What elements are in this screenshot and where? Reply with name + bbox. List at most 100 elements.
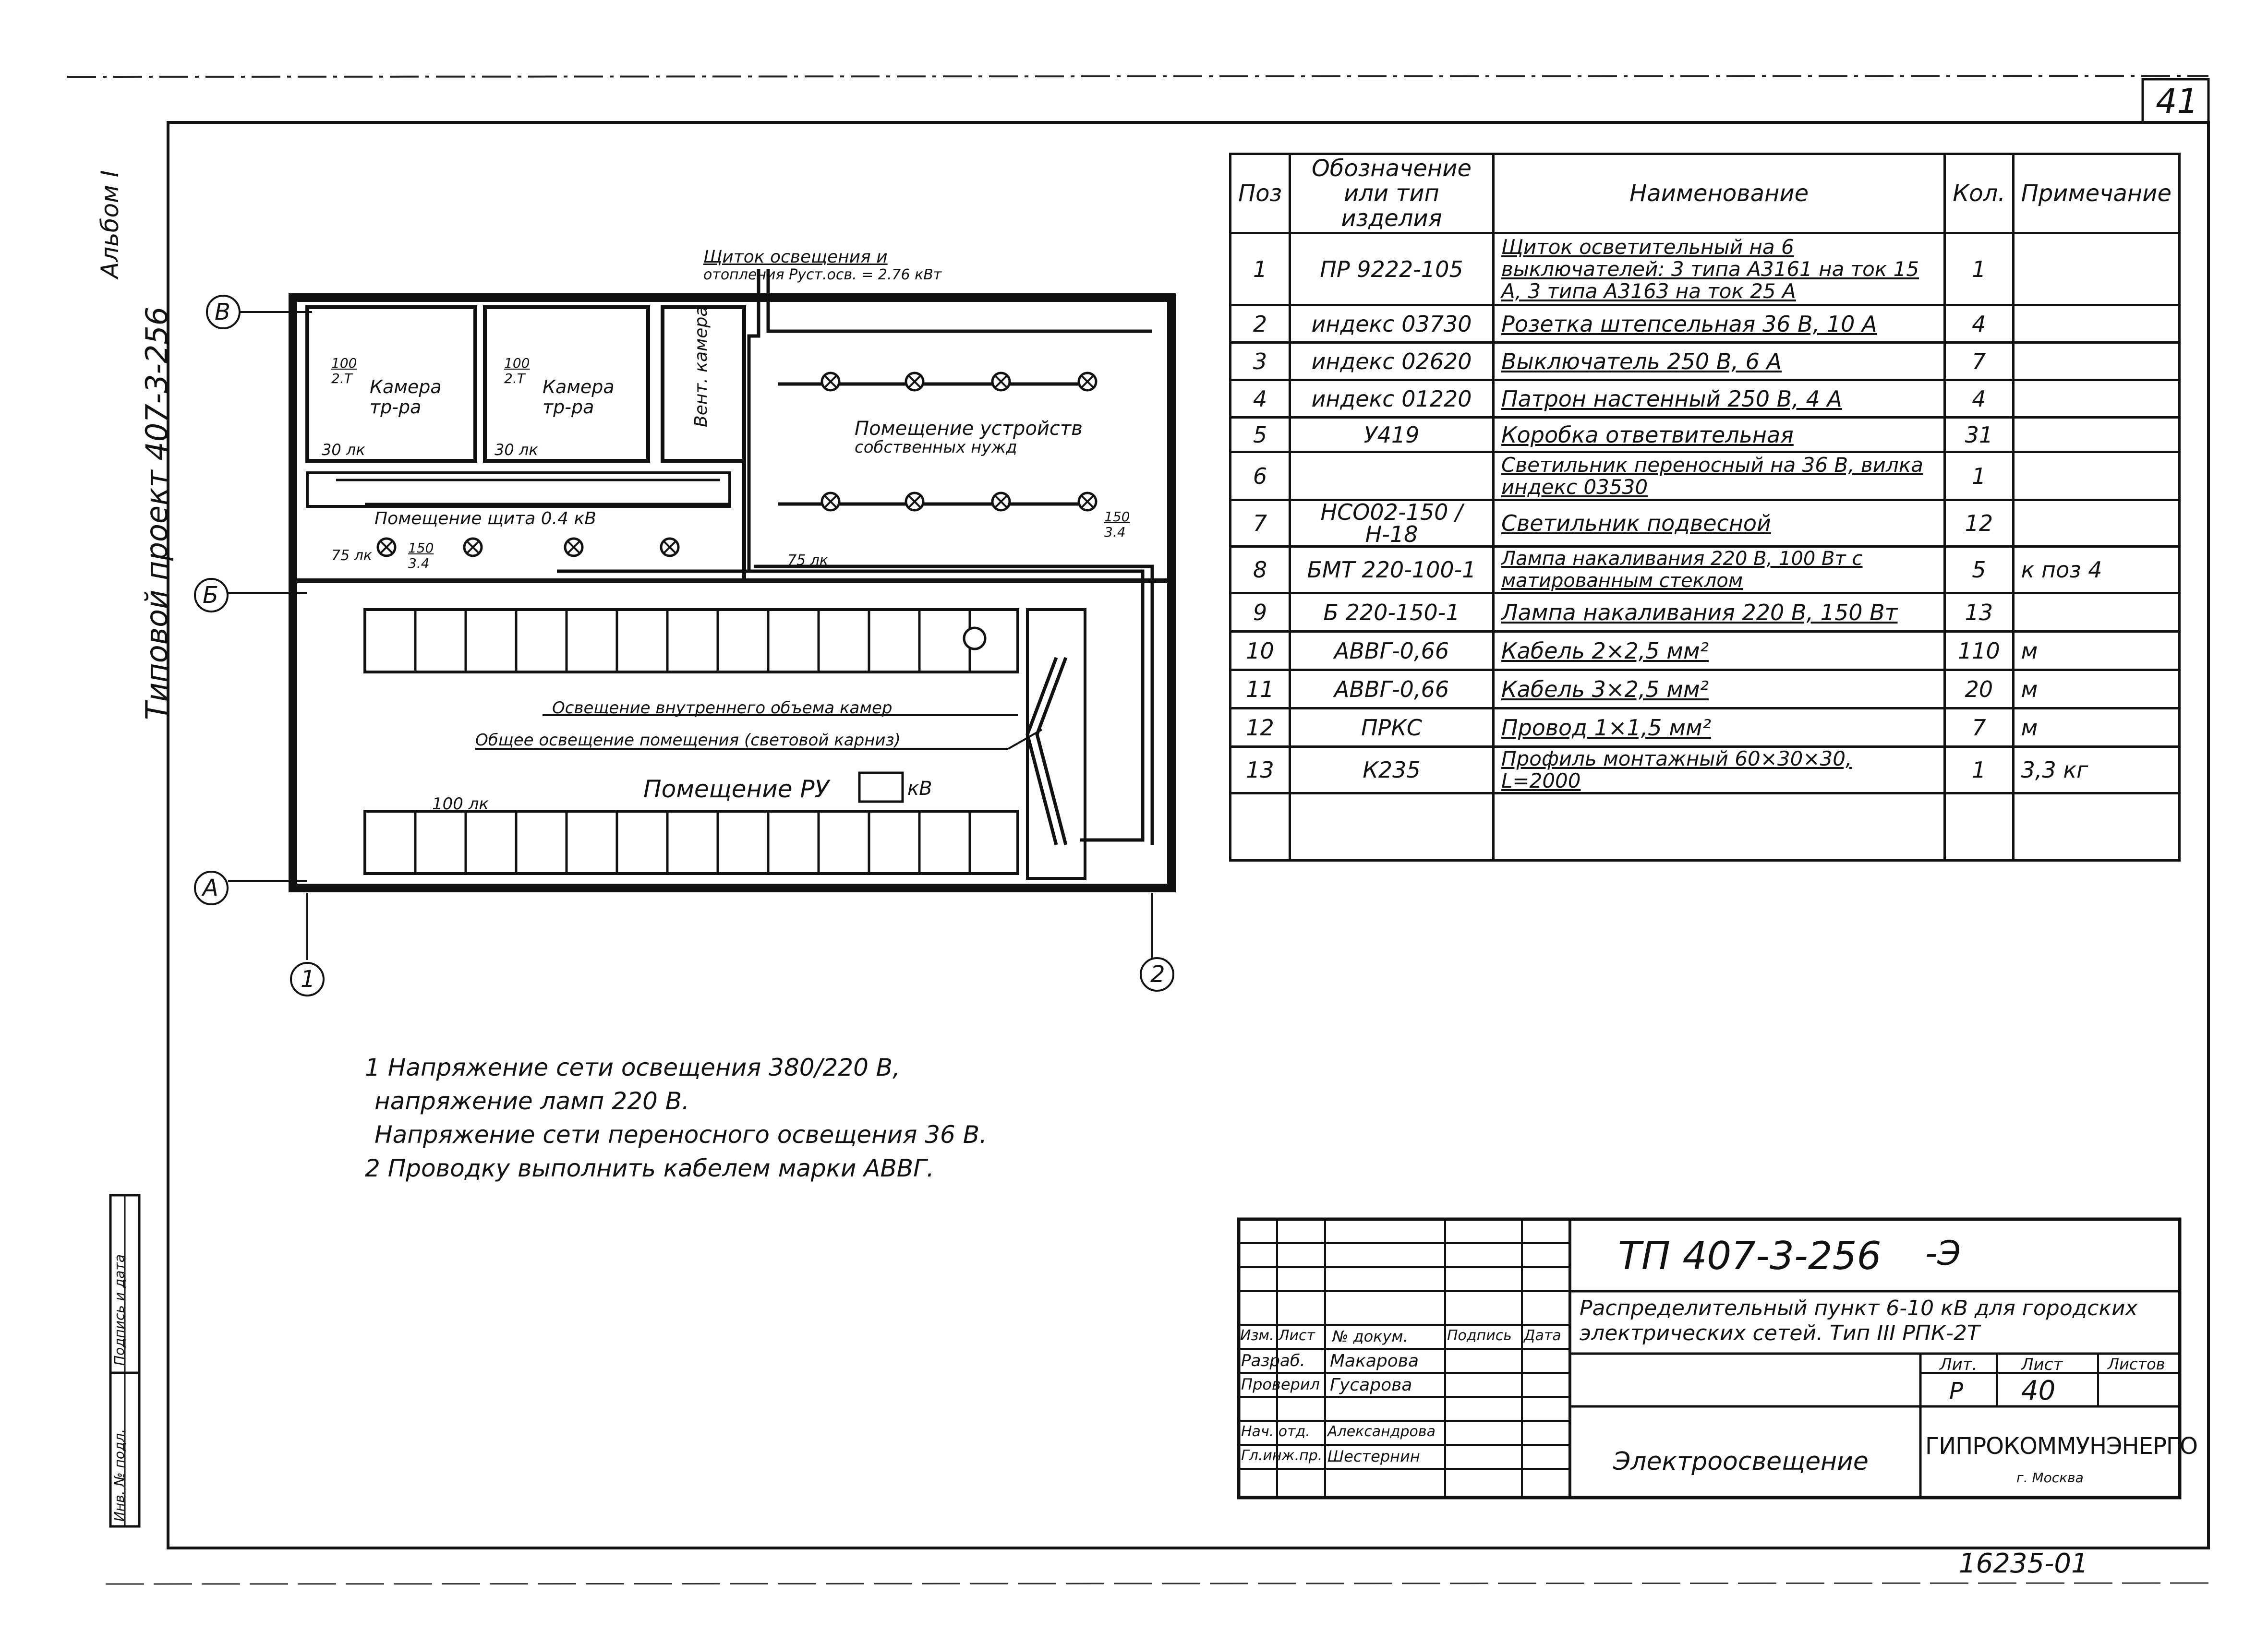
prover-label: Проверил	[1241, 1375, 1320, 1393]
panel-label-1: Щиток освещения и	[703, 247, 888, 267]
note-1b: напряжение ламп 220 В.	[374, 1087, 689, 1115]
spec-designation: НСО02-150 /Н-18	[1288, 499, 1495, 548]
nach-label: Нач. отд.	[1241, 1423, 1310, 1440]
spec-pos: 7	[1229, 499, 1291, 548]
empty-cell	[1943, 792, 2015, 862]
spec-qty: 5	[1943, 545, 2015, 594]
fraction-bottom-2: 2.Т	[504, 371, 525, 386]
spec-table: Поз Обозначение или тип изделия Наименов…	[1229, 153, 2181, 862]
lit-value: Р	[1949, 1378, 1963, 1404]
axis-v: В	[215, 299, 230, 325]
room-chamber-1: Камера тр-ра	[370, 376, 442, 418]
lit-label: Лит.	[1940, 1355, 1978, 1374]
sheets-label: Листов	[2108, 1355, 2165, 1373]
spec-qty: 20	[1943, 669, 2015, 709]
col-sign: Подпись	[1447, 1327, 1512, 1344]
spec-name: Лампа накаливания 220 В, 150 Вт	[1492, 592, 1946, 633]
spec-note	[2012, 379, 2181, 419]
spec-note: м	[2012, 630, 2181, 671]
table-row: 3 индекс 02620 Выключатель 250 В, 6 А 7	[1229, 341, 2181, 381]
spec-pos: 8	[1229, 545, 1291, 594]
lux-30-b: 30 лк	[495, 441, 538, 459]
spec-pos: 9	[1229, 592, 1291, 633]
table-row: 4 индекс 01220 Патрон настенный 250 В, 4…	[1229, 379, 2181, 419]
sheet-number: 41	[2156, 82, 2199, 121]
org-name: ГИПРОКОММУНЭНЕРГО	[1925, 1433, 2198, 1460]
spec-note	[2012, 304, 2181, 344]
spec-qty: 4	[1943, 304, 2015, 344]
spec-note	[2012, 451, 2181, 501]
fraction-bottom-3: 3.4	[408, 555, 430, 571]
spec-note	[2012, 341, 2181, 381]
spec-note: м	[2012, 669, 2181, 709]
doc-title-2: электрических сетей. Тип III РПК-2Т	[1580, 1321, 1980, 1345]
empty-cell	[1229, 792, 1291, 862]
doc-code: ТП 407-3-256	[1618, 1234, 1882, 1278]
spec-pos: 6	[1229, 451, 1291, 501]
spec-designation: Б 220-150-1	[1288, 592, 1495, 633]
spec-name: Щиток осветительный на 6 выключателей: 3…	[1492, 232, 1946, 306]
table-row: 10 АВВГ-0,66 Кабель 2×2,5 мм² 110 м	[1229, 630, 2181, 671]
room-shield: Помещение щита 0.4 кВ	[374, 509, 596, 528]
spec-header-name: Наименование	[1492, 153, 1946, 234]
bottom-code: 16235-01	[1959, 1548, 2088, 1579]
prover-name: Гусарова	[1330, 1375, 1412, 1395]
spec-note	[2012, 499, 2181, 548]
spec-name: Выключатель 250 В, 6 А	[1492, 341, 1946, 381]
fraction-bottom-1: 2.Т	[331, 371, 352, 386]
spec-pos: 10	[1229, 630, 1291, 671]
spec-designation: индекс 03730	[1288, 304, 1495, 344]
spec-pos: 3	[1229, 341, 1291, 381]
spec-name: Патрон настенный 250 В, 4 А	[1492, 379, 1946, 419]
spec-note: м	[2012, 707, 2181, 748]
sheet-label: Лист	[2021, 1355, 2063, 1374]
spec-header-pos: Поз	[1229, 153, 1291, 234]
spec-designation: индекс 02620	[1288, 341, 1495, 381]
table-row: 1 ПР 9222-105 Щиток осветительный на 6 в…	[1229, 232, 2181, 306]
spec-header-note: Примечание	[2012, 153, 2181, 234]
org-city: г. Москва	[2016, 1470, 2084, 1486]
spec-pos: 4	[1229, 379, 1291, 419]
spec-qty: 31	[1943, 416, 2015, 453]
doc-suffix: -Э	[1925, 1234, 1961, 1273]
room-own-needs-2: собственных нужд	[855, 438, 1017, 457]
spec-designation: ПРКС	[1288, 707, 1495, 748]
spec-name: Светильник переносный на 36 В, вилка инд…	[1492, 451, 1946, 501]
spec-note	[2012, 232, 2181, 306]
nach-name: Александрова	[1327, 1423, 1436, 1440]
spec-designation: индекс 01220	[1288, 379, 1495, 419]
fraction-bottom-4: 3.4	[1104, 524, 1126, 540]
gip-label: Гл.инж.пр.	[1241, 1447, 1323, 1464]
note-1c: Напряжение сети переносного освещения 36…	[374, 1121, 987, 1149]
spec-pos: 5	[1229, 416, 1291, 453]
spec-pos: 13	[1229, 745, 1291, 794]
razrab-label: Разраб.	[1241, 1351, 1305, 1370]
spec-note	[2012, 416, 2181, 453]
lighting-general: Общее освещение помещения (световой карн…	[475, 731, 901, 750]
axis-b: Б	[203, 582, 218, 609]
spec-pos: 11	[1229, 669, 1291, 709]
table-row: 6 Светильник переносный на 36 В, вилка и…	[1229, 451, 2181, 501]
empty-cell	[1288, 792, 1495, 862]
spec-pos: 2	[1229, 304, 1291, 344]
spec-header-designation: Обозначение или тип изделия	[1288, 153, 1495, 234]
table-row: 13 К235 Профиль монтажный 60×30×30, L=20…	[1229, 745, 2181, 794]
spec-designation: ПР 9222-105	[1288, 232, 1495, 306]
spec-designation: АВВГ-0,66	[1288, 669, 1495, 709]
room-own-needs-1: Помещение устройств	[855, 418, 1083, 440]
spec-designation: У419	[1288, 416, 1495, 453]
spec-name: Провод 1×1,5 мм²	[1492, 707, 1946, 748]
spec-note: к поз 4	[2012, 545, 2181, 594]
col-list: Лист	[1279, 1327, 1315, 1344]
note-1: 1 Напряжение сети освещения 380/220 В,	[365, 1054, 900, 1081]
spec-qty: 13	[1943, 592, 2015, 633]
spec-qty: 7	[1943, 341, 2015, 381]
table-row: 5 У419 Коробка ответвительная 31	[1229, 416, 2181, 453]
table-row: 9 Б 220-150-1 Лампа накаливания 220 В, 1…	[1229, 592, 2181, 633]
spec-qty: 1	[1943, 232, 2015, 306]
spec-qty: 110	[1943, 630, 2015, 671]
fraction-top-4: 150	[1104, 509, 1130, 525]
gip-name: Шестернин	[1327, 1447, 1420, 1465]
spec-qty: 1	[1943, 745, 2015, 794]
